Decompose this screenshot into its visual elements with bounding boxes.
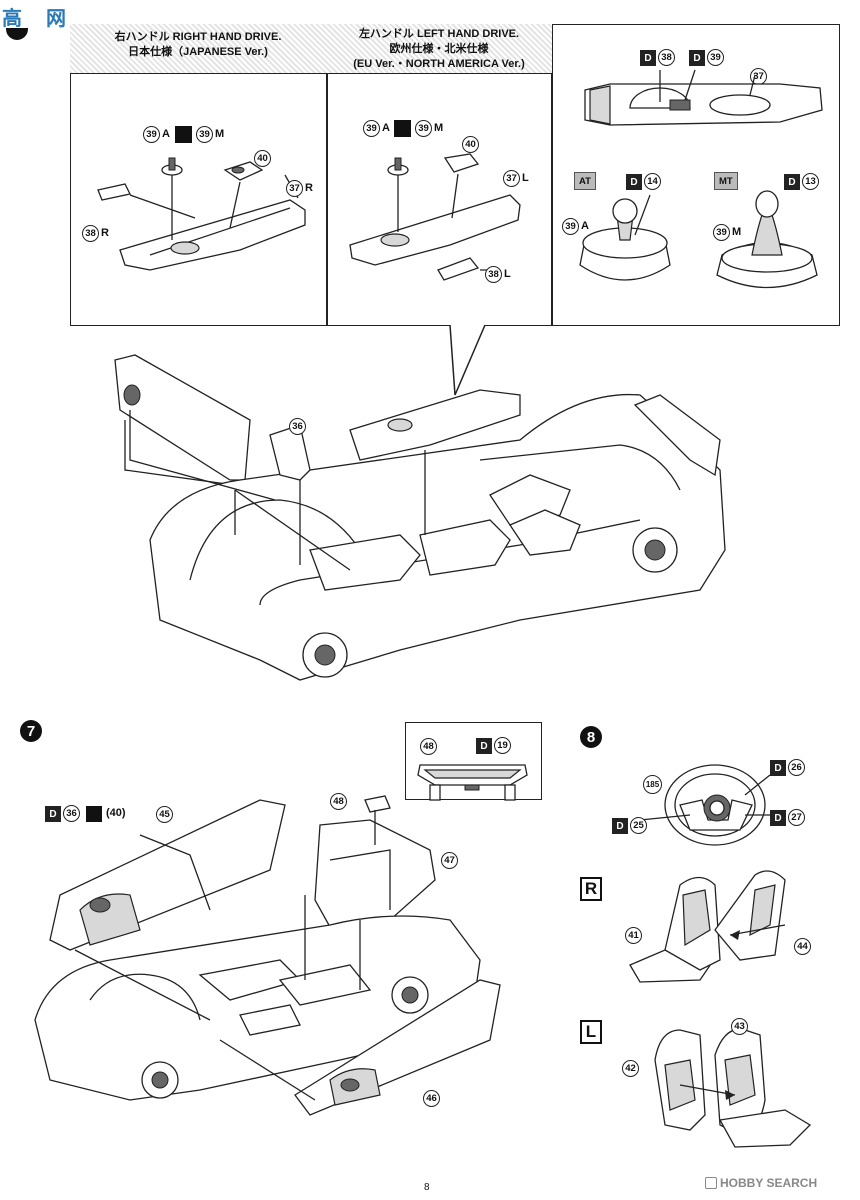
mt-label: MT xyxy=(714,172,738,190)
rhd-subtitle: 日本仕様（JAPANESE Ver.) xyxy=(128,46,268,58)
hobby-search-text: HOBBY SEARCH xyxy=(720,1176,818,1190)
step8-part-185: 185 xyxy=(643,775,662,794)
mt-shifter-drawing xyxy=(716,190,818,289)
header-strip xyxy=(70,24,552,74)
rhd-part-37: 37 xyxy=(286,180,303,197)
step6-part-36: 36 xyxy=(289,418,306,435)
callout-pointer xyxy=(449,322,486,396)
lhd-swap-icon xyxy=(394,120,411,137)
watermark-text-2: 网 xyxy=(46,8,66,30)
rhd-label-r: R xyxy=(305,182,313,194)
step8-r-label: R xyxy=(580,877,602,901)
step8-l-label: L xyxy=(580,1020,602,1044)
step8-number: 8 xyxy=(580,726,602,748)
steering-wheel-drawing xyxy=(639,764,771,846)
lhd-label-l2: L xyxy=(504,268,511,280)
watermark-logo: 高 网 xyxy=(2,2,72,40)
lhd-subtitle: 欧州仕様・北米仕様 xyxy=(389,43,489,55)
hobby-search-logo: HOBBY SEARCH xyxy=(705,1176,817,1190)
at-part-14: 14 xyxy=(644,173,661,190)
mt-part-13: 13 xyxy=(802,173,819,190)
step8-part-44: 44 xyxy=(794,938,811,955)
step8-d-25: D xyxy=(612,818,628,834)
lhd-console-drawing xyxy=(349,153,521,281)
inset-part-48: 48 xyxy=(420,738,437,755)
rhd-part-39a: 39 xyxy=(143,126,160,143)
step8-d-27: D xyxy=(770,810,786,826)
step8-d-26: D xyxy=(770,760,786,776)
panel-divider-2 xyxy=(551,24,553,326)
detail-part-38: 38 xyxy=(658,49,675,66)
detail-d-39: D xyxy=(689,50,705,66)
lhd-part-37: 37 xyxy=(503,170,520,187)
panel-divider-1 xyxy=(326,24,328,326)
rhd-console-drawing xyxy=(97,157,306,271)
at-d-14: D xyxy=(626,174,642,190)
step8-part-25: 25 xyxy=(630,817,647,834)
watermark-step-icon xyxy=(6,28,28,40)
lhd-part-40: 40 xyxy=(462,136,479,153)
step8-part-26: 26 xyxy=(788,759,805,776)
mt-part-39: 39 xyxy=(713,224,730,241)
step8-part-43: 43 xyxy=(731,1018,748,1035)
rhd-title: 右ハンドル RIGHT HAND DRIVE. xyxy=(114,31,282,43)
step7-number: 7 xyxy=(20,720,42,742)
lhd-label-m: M xyxy=(434,122,444,134)
rhd-part-40: 40 xyxy=(254,150,271,167)
mt-d-13: D xyxy=(784,174,800,190)
step8-part-42: 42 xyxy=(622,1060,639,1077)
lhd-title: 左ハンドル LEFT HAND DRIVE. xyxy=(358,28,520,40)
l-seat-drawing xyxy=(654,1028,812,1148)
at-label-a: A xyxy=(581,220,589,232)
lhd-subtitle-2: (EU Ver.・NORTH AMERICA Ver.) xyxy=(353,58,525,70)
detail-console-drawing xyxy=(584,69,823,126)
step7-part-47: 47 xyxy=(441,852,458,869)
step7-part-36: 36 xyxy=(63,805,80,822)
step7-assembly-drawing xyxy=(34,795,501,1116)
rhd-label-r2: R xyxy=(101,227,109,239)
at-part-39: 39 xyxy=(562,218,579,235)
step8-part-27: 27 xyxy=(788,809,805,826)
lhd-header: 左ハンドル LEFT HAND DRIVE. 欧州仕様・北米仕様 (EU Ver… xyxy=(328,27,550,72)
inset-light-drawing xyxy=(417,764,528,801)
hobby-search-mark-icon xyxy=(705,1177,717,1189)
lhd-label-l: L xyxy=(522,172,529,184)
mt-label-m: M xyxy=(732,226,742,238)
step7-part-45: 45 xyxy=(156,806,173,823)
step7-part-40: (40) xyxy=(106,807,126,819)
lhd-part-38: 38 xyxy=(485,266,502,283)
step7-black-icon xyxy=(86,806,102,822)
watermark-text-1: 高 xyxy=(2,8,22,30)
lhd-part-39a: 39 xyxy=(363,120,380,137)
detail-part-39: 39 xyxy=(707,49,724,66)
rhd-header: 右ハンドル RIGHT HAND DRIVE. 日本仕様（JAPANESE Ve… xyxy=(72,30,324,60)
rhd-label-m: M xyxy=(215,128,225,140)
step8-part-41: 41 xyxy=(625,927,642,944)
inset-part-19: 19 xyxy=(494,737,511,754)
r-seat-drawing xyxy=(629,870,786,983)
at-label: AT xyxy=(574,172,596,190)
lhd-label-a: A xyxy=(382,122,390,134)
rhd-label-a: A xyxy=(162,128,170,140)
detail-d-38: D xyxy=(640,50,656,66)
lhd-part-39m: 39 xyxy=(415,120,432,137)
step7-d-36: D xyxy=(45,806,61,822)
step7-part-46: 46 xyxy=(423,1090,440,1107)
at-shifter-drawing xyxy=(579,194,671,281)
step7-part-48: 48 xyxy=(330,793,347,810)
step6-chassis-drawing xyxy=(114,354,726,681)
rhd-part-39m: 39 xyxy=(196,126,213,143)
rhd-part-38: 38 xyxy=(82,225,99,242)
page-number: 8 xyxy=(424,1182,430,1193)
inset-d-19: D xyxy=(476,738,492,754)
rhd-swap-icon xyxy=(175,126,192,143)
